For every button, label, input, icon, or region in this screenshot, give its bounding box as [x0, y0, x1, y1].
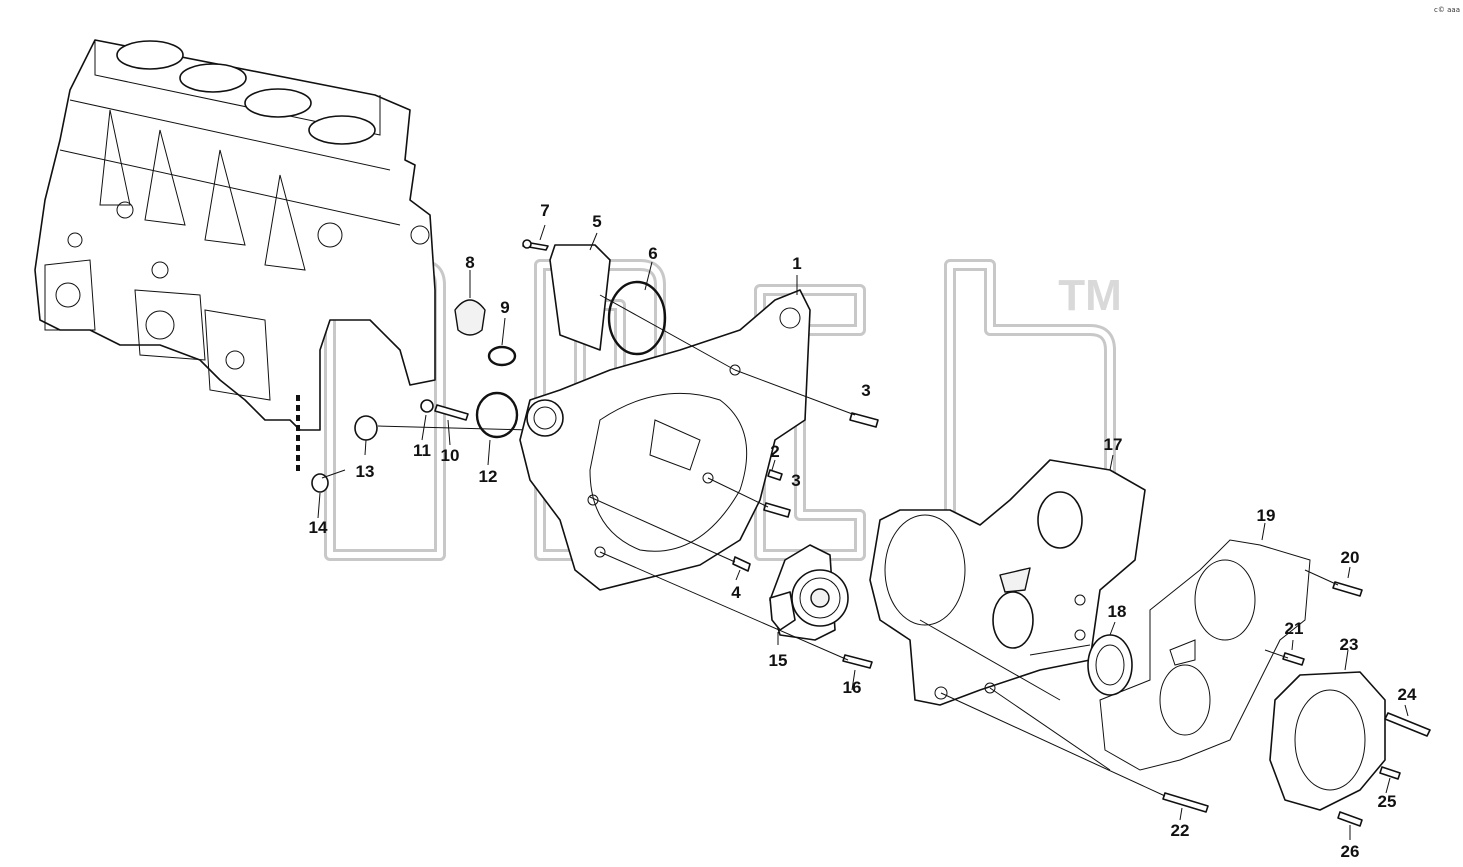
- crankshaft-front-seal: [1087, 634, 1133, 696]
- callout-4: 4: [731, 583, 741, 602]
- callout-14: 14: [309, 518, 328, 537]
- callout-21: 21: [1285, 619, 1304, 638]
- callout-2: 2: [770, 442, 779, 461]
- timing-backing-plate: [869, 459, 1146, 706]
- callout-7: 7: [540, 201, 549, 220]
- callout-13: 13: [356, 462, 375, 481]
- corner-code: c© aaa: [1434, 6, 1460, 14]
- front-cover-gasket: [1099, 539, 1311, 771]
- leader-lines: [317, 224, 1409, 840]
- callout-1: 1: [792, 254, 801, 273]
- engine-block: [34, 39, 436, 475]
- callout-15: 15: [769, 651, 788, 670]
- callout-labels: 1 2 3 3 4 5 6 7 8 9 10 11 12 13 14 15 16…: [309, 201, 1417, 861]
- seal-and-plug-parts: [311, 299, 531, 493]
- callout-22: 22: [1171, 821, 1190, 840]
- trademark-symbol: TM: [1058, 271, 1122, 320]
- callout-3: 3: [861, 381, 870, 400]
- watermark-logo: TM: [324, 259, 1122, 561]
- callout-16: 16: [843, 678, 862, 697]
- callout-10: 10: [441, 446, 460, 465]
- callout-24: 24: [1398, 685, 1417, 704]
- callout-17: 17: [1104, 435, 1123, 454]
- callout-25: 25: [1378, 792, 1397, 811]
- callout-19: 19: [1257, 506, 1276, 525]
- callout-20: 20: [1341, 548, 1360, 567]
- callout-26: 26: [1341, 842, 1360, 861]
- callout-8: 8: [465, 253, 474, 272]
- callout-11: 11: [413, 441, 431, 460]
- callout-6: 6: [648, 244, 657, 263]
- callout-9: 9: [500, 298, 509, 317]
- callout-23: 23: [1340, 635, 1359, 654]
- callout-18: 18: [1108, 602, 1127, 621]
- oil-pump-gear: [769, 544, 849, 641]
- callout-5: 5: [592, 212, 601, 231]
- callout-12: 12: [479, 467, 498, 486]
- bolts: [732, 412, 1431, 827]
- timing-gear-housing: [519, 239, 811, 591]
- callout-3: 3: [791, 471, 800, 490]
- rear-seal-cover: [1269, 671, 1386, 811]
